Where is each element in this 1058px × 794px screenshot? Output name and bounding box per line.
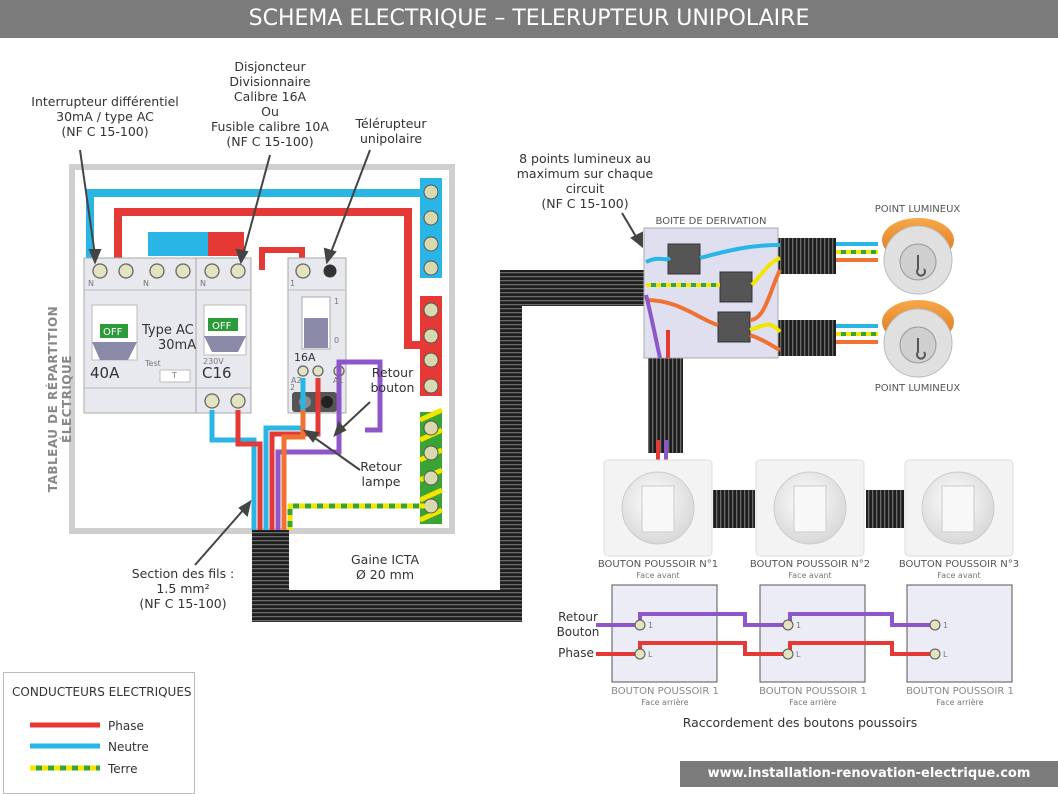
pushbutton-front-1 xyxy=(603,459,713,557)
tele-a1: A1 xyxy=(333,376,344,385)
terminal-bar-phase xyxy=(420,296,442,396)
page-title: SCHEMA ELECTRIQUE – TELERUPTEUR UNIPOLAI… xyxy=(0,0,1058,38)
pushbutton-backs xyxy=(596,584,1013,683)
terminal-bar-terre xyxy=(418,407,444,524)
label-section: Section des fils :1.5 mm²(NF C 15-100) xyxy=(131,566,235,611)
diff-n: N xyxy=(88,279,94,288)
back-3-sub: Face arrière xyxy=(936,698,984,707)
diff-amp: 40A xyxy=(90,364,120,382)
tele-zero: 0 xyxy=(334,336,340,345)
pushbutton-1-sub: Face avant xyxy=(636,571,680,580)
differential-breaker xyxy=(83,257,252,414)
junction-box xyxy=(643,227,782,359)
point-lumineux-2 xyxy=(882,300,954,378)
tele-n2: 2 xyxy=(290,383,296,392)
legend-swatches xyxy=(30,722,100,771)
label-tableau: TABLEAU DE RÉPARTITION ÉLECTRIQUE xyxy=(46,305,74,493)
label-boite: BOITE DE DERIVATION xyxy=(655,216,767,227)
label-raccordement: Raccordement des boutons poussoirs xyxy=(682,715,918,730)
pushbutton-3-sub: Face avant xyxy=(937,571,981,580)
back-1-sub: Face arrière xyxy=(641,698,689,707)
footer-url[interactable]: www.installation-renovation-electrique.c… xyxy=(680,761,1058,787)
back-1-tl: L xyxy=(648,650,653,659)
back-3-t1: 1 xyxy=(943,621,949,630)
pushbutton-front-3 xyxy=(904,459,1014,557)
pushbutton-1-label: BOUTON POUSSOIR N°1 xyxy=(597,559,719,570)
legend-phase: Phase xyxy=(108,719,144,733)
tele-n1: 1 xyxy=(290,279,296,288)
back-3-tl: L xyxy=(943,650,948,659)
div-volt: 230V xyxy=(203,357,224,366)
label-phase-side: Phase xyxy=(558,646,594,660)
tele-a2: A2 xyxy=(291,376,302,385)
back-2-sub: Face arrière xyxy=(789,698,837,707)
terminal-bar-neutre xyxy=(420,178,442,278)
back-1-t1: 1 xyxy=(648,621,654,630)
diff-type: Type AC xyxy=(142,323,194,338)
back-1-label: BOUTON POUSSOIR 1 xyxy=(611,686,719,697)
label-point-lumineux-1: POINT LUMINEUX xyxy=(874,204,961,215)
back-2-tl: L xyxy=(796,650,801,659)
diff-ma: 30mA xyxy=(158,338,197,353)
legend-title: CONDUCTEURS ELECTRIQUES xyxy=(12,685,192,699)
back-2-label: BOUTON POUSSOIR 1 xyxy=(759,686,867,697)
diff-off: OFF xyxy=(103,327,123,338)
diff-t: T xyxy=(172,371,177,380)
gaine-conduit xyxy=(252,238,904,622)
label-point-lumineux-2: POINT LUMINEUX xyxy=(874,383,961,394)
legend-terre: Terre xyxy=(108,762,138,776)
div-off: OFF xyxy=(212,321,232,332)
pushbutton-3-label: BOUTON POUSSOIR N°3 xyxy=(898,559,1020,570)
back-2-t1: 1 xyxy=(796,621,802,630)
back-3-label: BOUTON POUSSOIR 1 xyxy=(906,686,1014,697)
div-n-top: N xyxy=(143,279,149,288)
diff-test: Test xyxy=(145,359,161,368)
div-amp: C16 xyxy=(202,364,232,382)
pushbutton-2-label: BOUTON POUSSOIR N°2 xyxy=(749,559,871,570)
legend-neutre: Neutre xyxy=(108,740,149,754)
tele-amp: 16A xyxy=(294,351,316,364)
pushbutton-2-sub: Face avant xyxy=(788,571,832,580)
tele-one: 1 xyxy=(334,297,340,306)
legend: CONDUCTEURS ELECTRIQUES Phase Neutre Ter… xyxy=(3,672,195,794)
div-n: N xyxy=(200,279,206,288)
point-lumineux-1 xyxy=(882,218,954,295)
pushbutton-front-2 xyxy=(755,459,865,557)
